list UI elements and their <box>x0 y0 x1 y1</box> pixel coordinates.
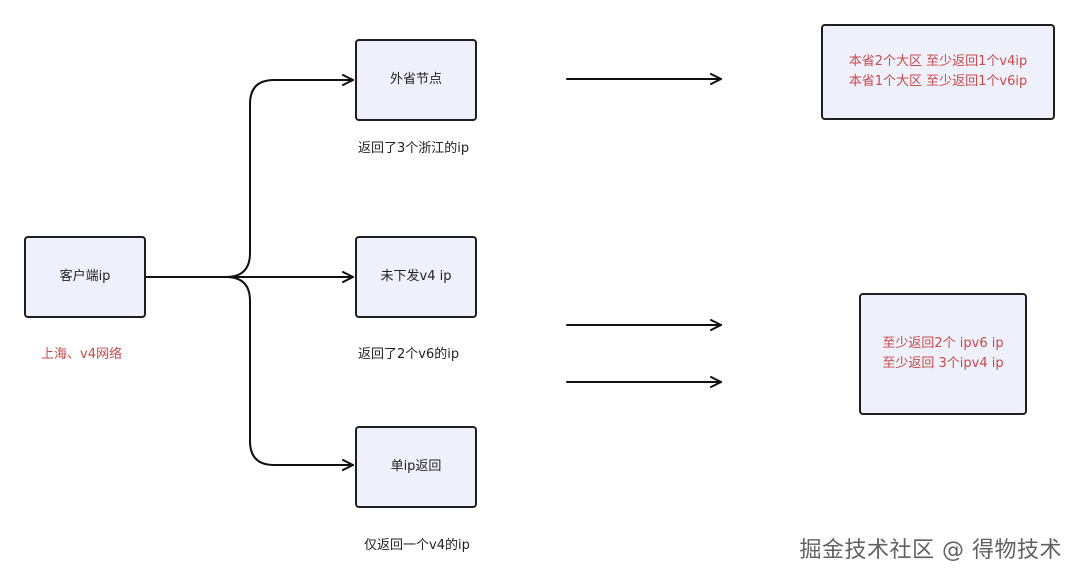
branch-arrow-bottom <box>225 276 354 471</box>
watermark-text: 掘金技术社区 @ 得物技术 <box>799 538 1062 563</box>
result-top-line-2: 本省1个大区 至少返回1个v6ip <box>848 74 1028 89</box>
result-box-middle: 至少返回2个 ipv6 ip 至少返回 3个ipv4 ip <box>859 293 1027 415</box>
branch-arrow-top <box>225 74 354 278</box>
branch-label-out-of-province: 外省节点 <box>389 72 442 87</box>
branch-box-no-v4: 未下发v4 ip <box>355 236 477 318</box>
result-box-top: 本省2个大区 至少返回1个v4ip 本省1个大区 至少返回1个v6ip <box>821 24 1055 120</box>
client-ip-label: 客户端ip <box>59 269 111 284</box>
branch-caption-single-ip: 仅返回一个v4的ip <box>364 538 470 553</box>
result-top-line-1: 本省2个大区 至少返回1个v4ip <box>848 54 1028 69</box>
result-middle-line-1: 至少返回2个 ipv6 ip <box>882 336 1004 351</box>
branch-box-out-of-province: 外省节点 <box>355 39 477 121</box>
branch-box-single-ip: 单ip返回 <box>355 426 477 508</box>
client-ip-box: 客户端ip <box>24 236 146 318</box>
branch-caption-no-v4: 返回了2个v6的ip <box>358 347 460 362</box>
client-network-caption: 上海、v4网络 <box>41 347 122 362</box>
branch-label-single-ip: 单ip返回 <box>390 459 442 474</box>
branch-caption-out-of-province: 返回了3个浙江的ip <box>358 141 470 156</box>
branch-label-no-v4: 未下发v4 ip <box>380 269 452 284</box>
result-middle-line-2: 至少返回 3个ipv4 ip <box>882 356 1004 371</box>
